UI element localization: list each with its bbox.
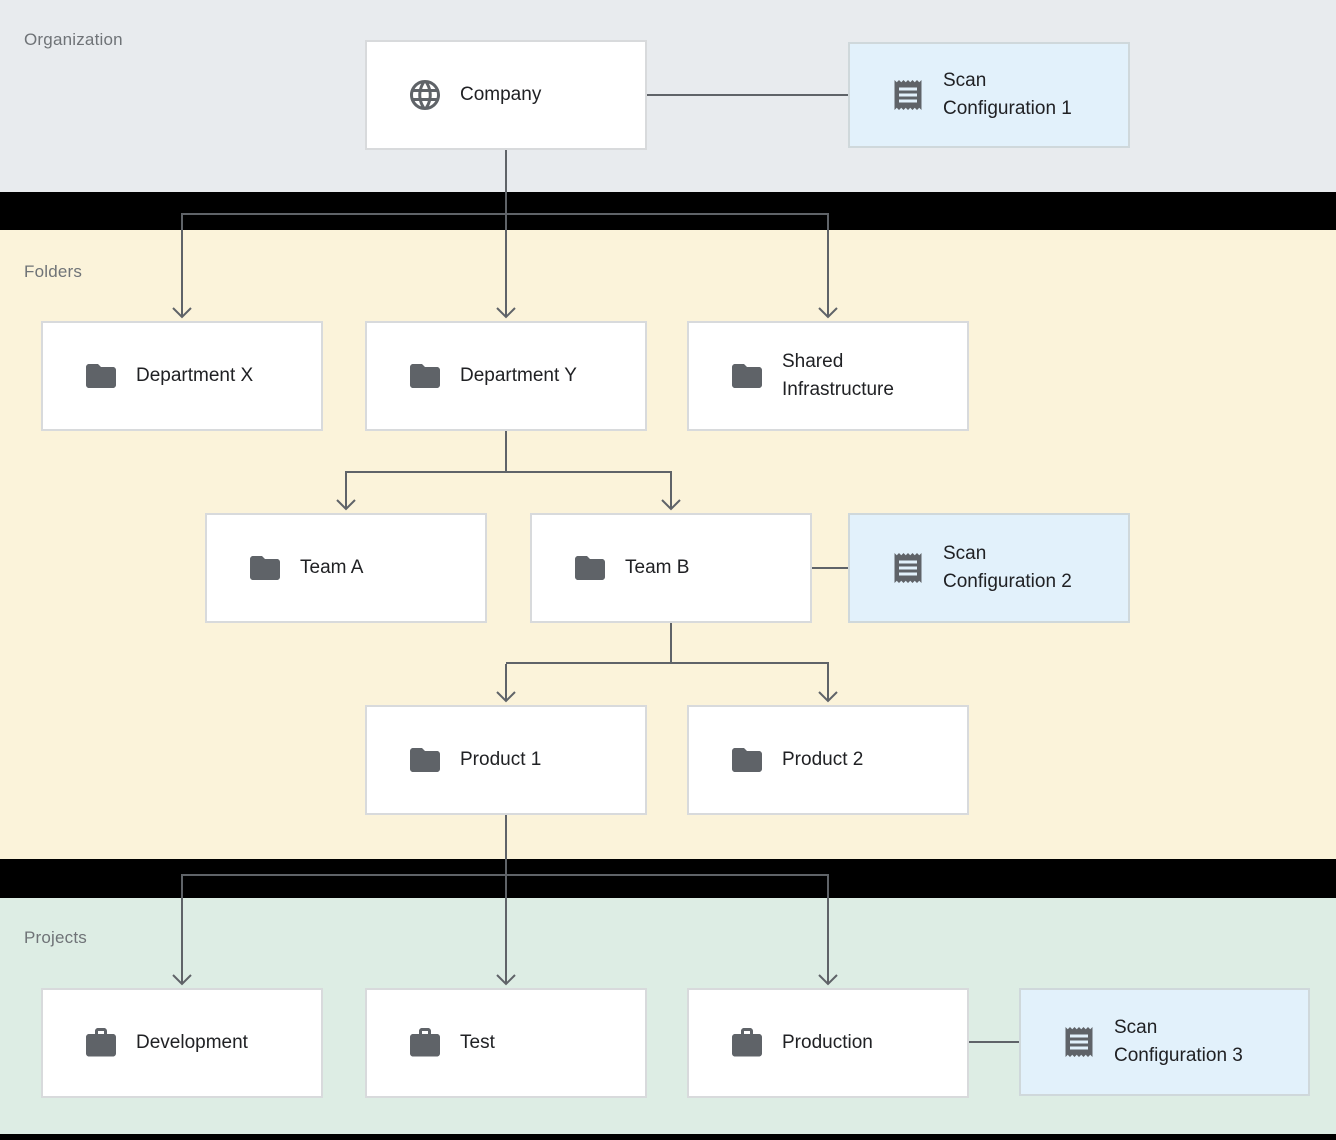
briefcase-icon bbox=[83, 1025, 119, 1061]
folder-icon bbox=[729, 358, 765, 394]
connector-drop-team-b bbox=[670, 473, 672, 509]
node-team-b-label: Team B bbox=[625, 557, 690, 578]
connector-production-scan3 bbox=[969, 1041, 1019, 1043]
arrowhead-development bbox=[172, 974, 192, 986]
arrowhead-department-x bbox=[172, 307, 192, 319]
section-organization: Organization bbox=[0, 0, 1336, 192]
node-development-label: Development bbox=[136, 1032, 248, 1053]
connector-drop-team-a bbox=[345, 473, 347, 509]
node-production-label: Production bbox=[782, 1032, 873, 1053]
connector-drop-production bbox=[827, 876, 829, 984]
node-scan-configuration-2: Scan Configuration 2 bbox=[848, 513, 1130, 623]
node-department-y: Department Y bbox=[365, 321, 647, 431]
connector-team-b-stem bbox=[670, 623, 672, 664]
node-department-y-label: Department Y bbox=[460, 365, 577, 386]
receipt-icon bbox=[890, 550, 926, 586]
connector-rail-2 bbox=[345, 471, 672, 473]
section-projects-label: Projects bbox=[24, 928, 88, 947]
node-production: Production bbox=[687, 988, 969, 1098]
node-team-b: Team B bbox=[530, 513, 812, 623]
connector-department-y-stem bbox=[505, 431, 507, 473]
node-company-label: Company bbox=[460, 84, 542, 105]
node-scan-configuration-1-label: Scan Configuration 1 bbox=[943, 70, 1072, 119]
node-product-1-label: Product 1 bbox=[460, 749, 542, 770]
node-product-2: Product 2 bbox=[687, 705, 969, 815]
connector-company-scan1 bbox=[647, 94, 848, 96]
globe-icon bbox=[407, 77, 443, 113]
node-test-label: Test bbox=[460, 1032, 495, 1053]
folder-icon bbox=[83, 358, 119, 394]
arrowhead-team-a bbox=[336, 499, 356, 511]
arrowhead-production bbox=[818, 974, 838, 986]
node-test: Test bbox=[365, 988, 647, 1098]
briefcase-icon bbox=[407, 1025, 443, 1061]
connector-drop-department-x bbox=[181, 215, 183, 317]
connector-drop-development bbox=[181, 876, 183, 984]
arrowhead-department-y bbox=[496, 307, 516, 319]
arrowhead-product-2 bbox=[818, 691, 838, 703]
arrowhead-product-1 bbox=[496, 691, 516, 703]
node-scan-configuration-3-label: Scan Configuration 3 bbox=[1114, 1017, 1243, 1066]
arrowhead-test bbox=[496, 974, 516, 986]
node-team-a-label: Team A bbox=[300, 557, 364, 578]
node-scan-configuration-1: Scan Configuration 1 bbox=[848, 42, 1130, 148]
node-scan-configuration-3: Scan Configuration 3 bbox=[1019, 988, 1310, 1096]
node-company: Company bbox=[365, 40, 647, 150]
connector-product-1-stem bbox=[505, 815, 507, 876]
briefcase-icon bbox=[729, 1025, 765, 1061]
arrowhead-shared-infrastructure bbox=[818, 307, 838, 319]
connector-rail-3 bbox=[506, 662, 829, 664]
node-product-2-label: Product 2 bbox=[782, 749, 864, 770]
arrowhead-team-b bbox=[661, 499, 681, 511]
connector-drop-product-1 bbox=[505, 664, 507, 701]
connector-drop-department-y bbox=[505, 215, 507, 317]
connector-team-b-scan2 bbox=[812, 567, 848, 569]
connector-rail-4 bbox=[181, 874, 829, 876]
section-organization-label: Organization bbox=[24, 30, 123, 49]
node-shared-infrastructure: Shared Infrastructure bbox=[687, 321, 969, 431]
section-folders-label: Folders bbox=[24, 262, 83, 281]
node-department-x-label: Department X bbox=[136, 365, 254, 386]
node-department-x: Department X bbox=[41, 321, 323, 431]
folder-icon bbox=[729, 742, 765, 778]
node-scan-configuration-2-label: Scan Configuration 2 bbox=[943, 543, 1072, 592]
node-team-a: Team A bbox=[205, 513, 487, 623]
folder-icon bbox=[247, 550, 283, 586]
folder-icon bbox=[407, 358, 443, 394]
folder-icon bbox=[407, 742, 443, 778]
receipt-icon bbox=[1061, 1024, 1097, 1060]
node-shared-infrastructure-label: Shared Infrastructure bbox=[782, 351, 894, 400]
connector-drop-product-2 bbox=[827, 664, 829, 701]
node-product-1: Product 1 bbox=[365, 705, 647, 815]
folder-icon bbox=[572, 550, 608, 586]
connector-rail-1 bbox=[181, 213, 829, 215]
node-development: Development bbox=[41, 988, 323, 1098]
receipt-icon bbox=[890, 77, 926, 113]
connector-drop-shared-infrastructure bbox=[827, 215, 829, 317]
connector-drop-test bbox=[505, 876, 507, 984]
connector-company-stem bbox=[505, 150, 507, 215]
